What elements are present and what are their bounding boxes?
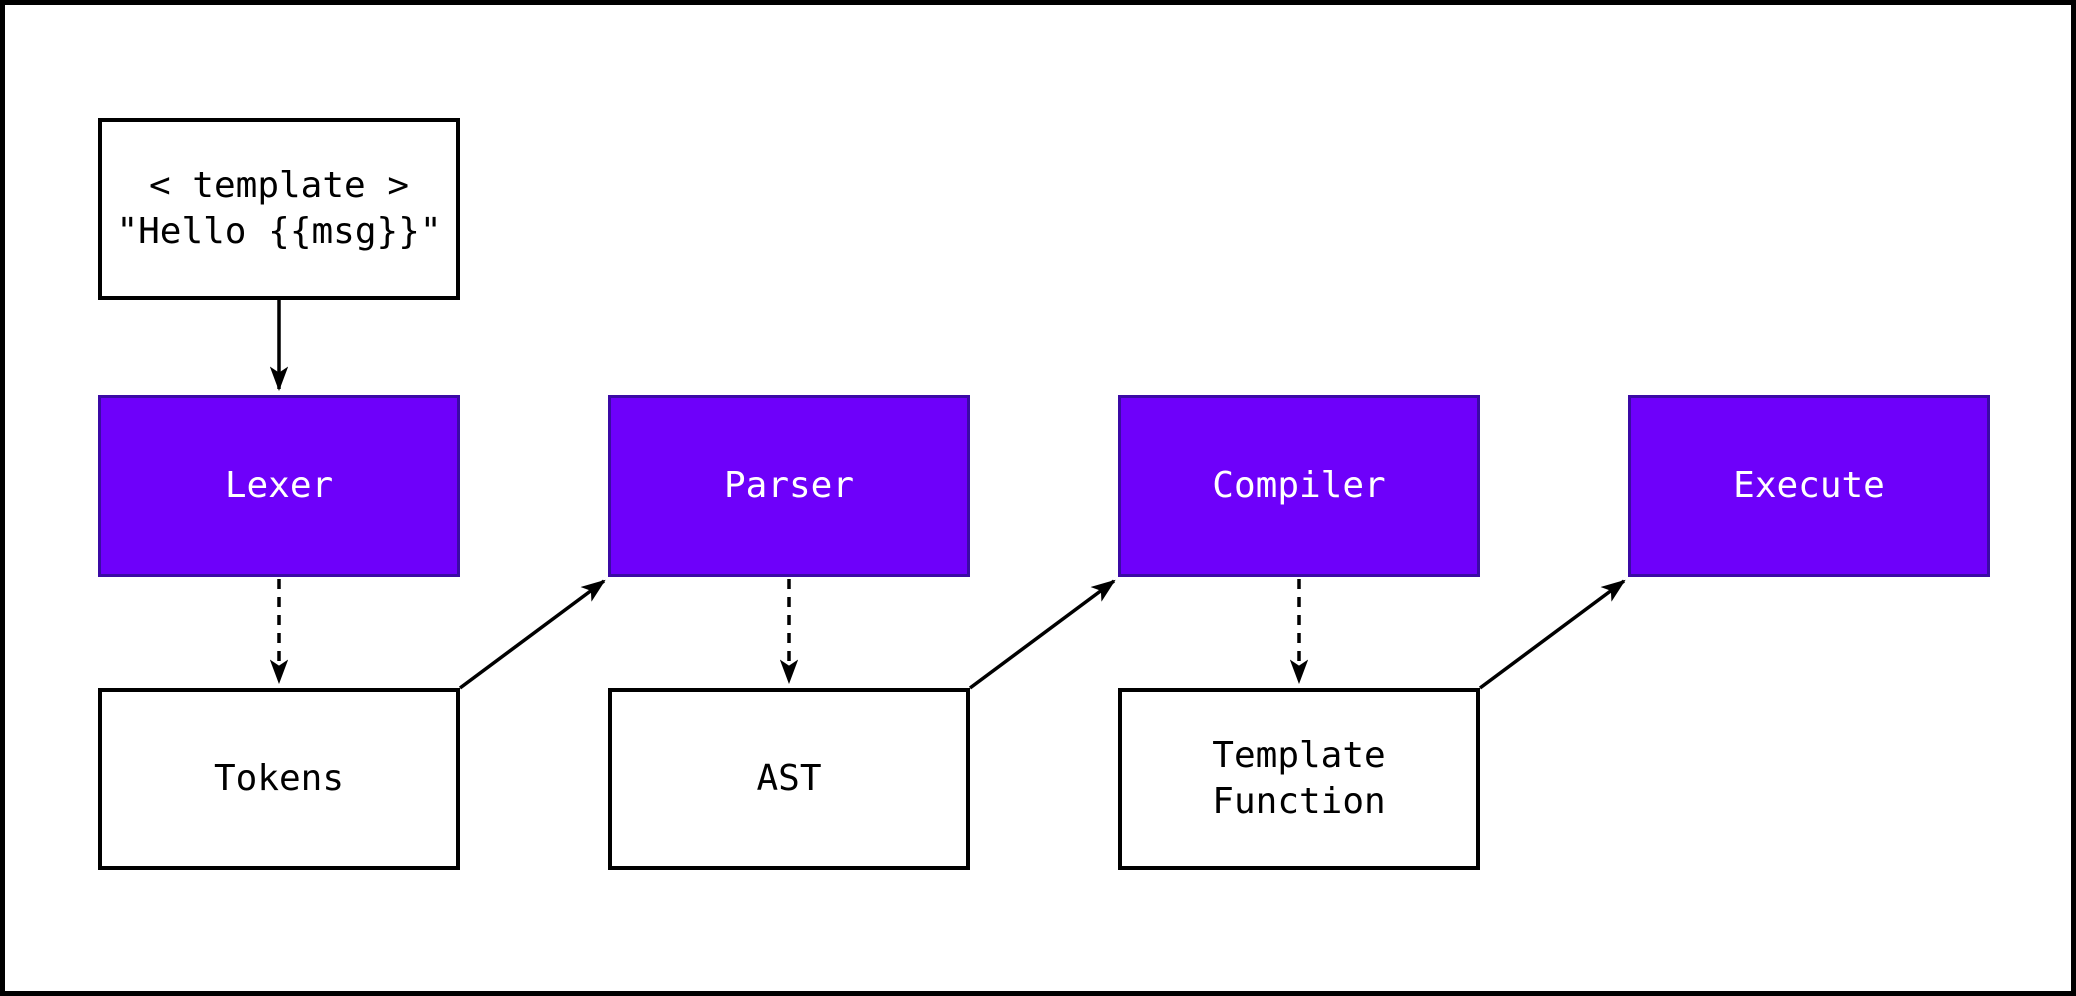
template-function-line-1: Template [1212, 735, 1386, 776]
template-function-line-2: Function [1212, 781, 1386, 822]
edge-tokens-to-parser [458, 579, 606, 690]
compiler-label: Compiler [1212, 465, 1386, 506]
node-compiler: Compiler [1118, 395, 1480, 577]
edge-ast-to-compiler [968, 579, 1116, 690]
execute-label: Execute [1733, 465, 1885, 506]
node-lexer: Lexer [98, 395, 460, 577]
template-input-line-1: < template > [148, 165, 410, 206]
node-parser: Parser [608, 395, 970, 577]
node-template-function: Template Function [1118, 688, 1480, 870]
tokens-label: Tokens [213, 758, 345, 799]
parser-label: Parser [723, 465, 855, 506]
ast-label: AST [756, 758, 822, 799]
edge-template-function-to-execute [1478, 579, 1626, 690]
lexer-label: Lexer [224, 465, 334, 506]
template-input-line-2: "Hello {{msg}}" [116, 211, 442, 252]
node-ast: AST [608, 688, 970, 870]
node-template-input: < template > "Hello {{msg}}" [98, 118, 460, 300]
node-execute: Execute [1628, 395, 1990, 577]
node-tokens: Tokens [98, 688, 460, 870]
